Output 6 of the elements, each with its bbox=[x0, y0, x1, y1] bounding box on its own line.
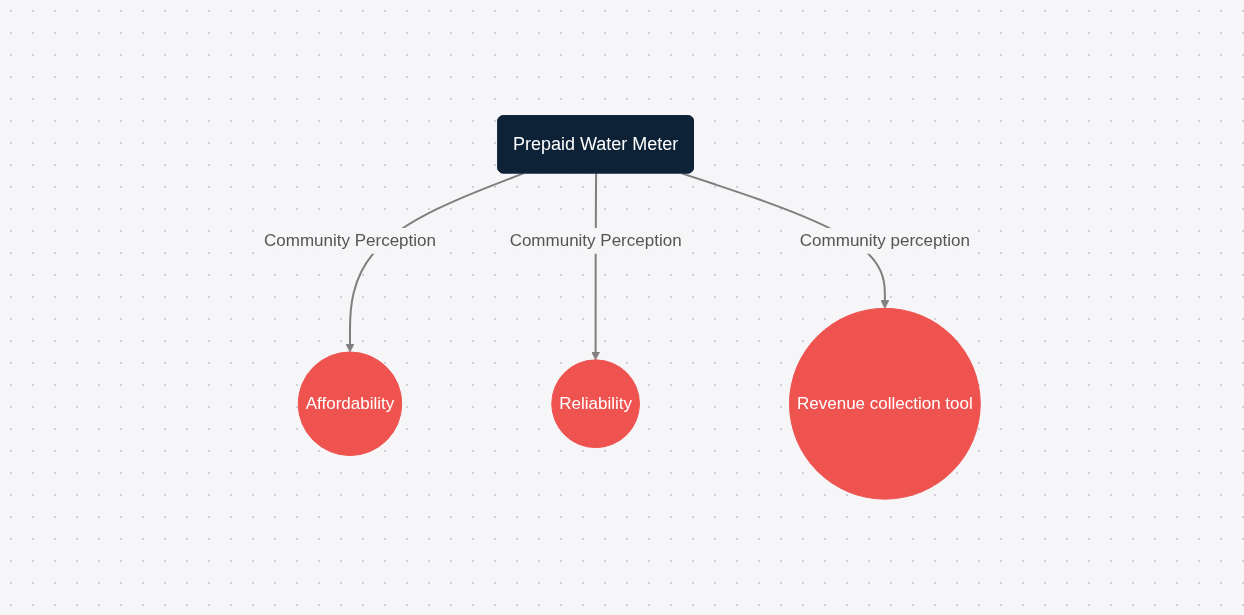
edge-label: Community Perception bbox=[509, 230, 682, 250]
edge-label: Community Perception bbox=[263, 230, 436, 250]
edge-label: Community perception bbox=[799, 230, 970, 250]
node-circle: Reliability bbox=[551, 359, 640, 449]
node-circle: Revenue collection tool bbox=[788, 307, 981, 500]
node-circle: Affordability bbox=[297, 351, 403, 456]
